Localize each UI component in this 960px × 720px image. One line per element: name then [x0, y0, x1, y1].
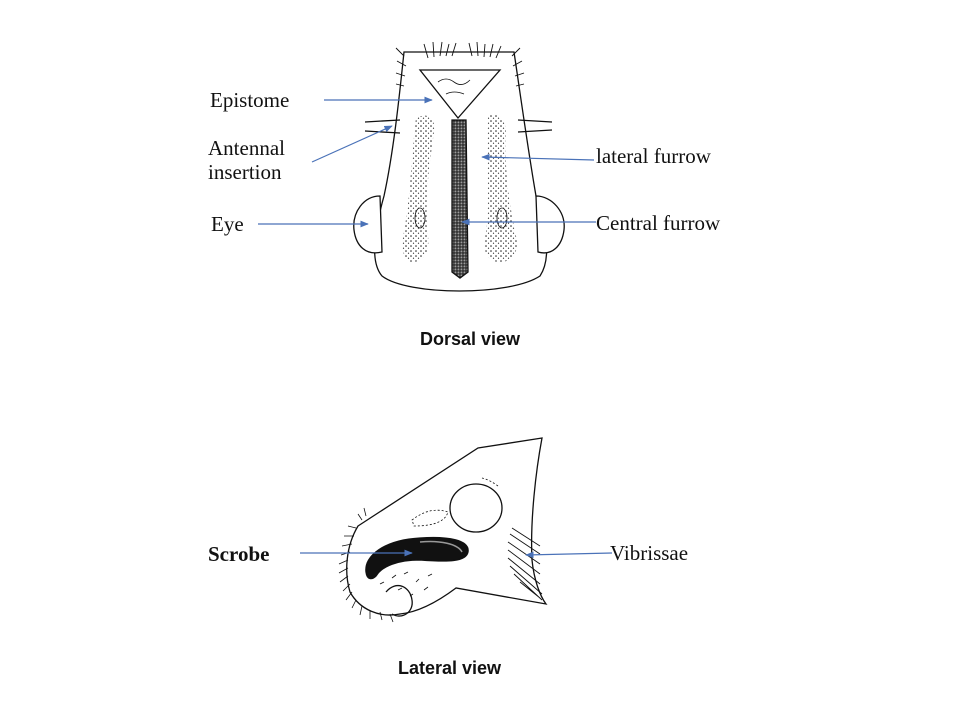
label-vibrissae: Vibrissae — [610, 541, 689, 565]
caption-dorsal-view: Dorsal view — [420, 329, 521, 349]
label-central-furrow: Central furrow — [596, 211, 721, 235]
dorsal-view-drawing — [353, 41, 565, 292]
lateral-mouthparts — [385, 584, 413, 617]
arrow-vibrissae — [525, 551, 613, 559]
lateral-head-outline — [346, 437, 548, 616]
label-antennal-insertion: Antennal insertion — [208, 136, 285, 184]
bristles-top — [395, 41, 525, 87]
scrobe-groove — [365, 536, 469, 580]
eye-right — [535, 195, 565, 254]
leader-arrows — [258, 96, 613, 559]
label-lateral-furrow: lateral furrow — [596, 144, 711, 168]
lateral-furrow-left — [402, 115, 435, 263]
label-epistome: Epistome — [210, 88, 290, 112]
vibrissae-hatching — [507, 527, 543, 601]
label-eye: Eye — [211, 212, 244, 236]
label-scrobe: Scrobe — [208, 542, 270, 566]
antenna-right — [517, 119, 553, 133]
lateral-furrow-right — [484, 113, 518, 263]
caption-lateral-view: Lateral view — [398, 658, 502, 678]
arrow-lateral-furrow — [481, 153, 595, 161]
lateral-view-drawing — [338, 437, 548, 623]
central-furrow — [451, 119, 469, 279]
lateral-eye — [449, 483, 503, 533]
epistome-plate — [418, 69, 502, 120]
head-outline — [373, 51, 548, 292]
arrow-antennal-insertion — [311, 125, 393, 163]
